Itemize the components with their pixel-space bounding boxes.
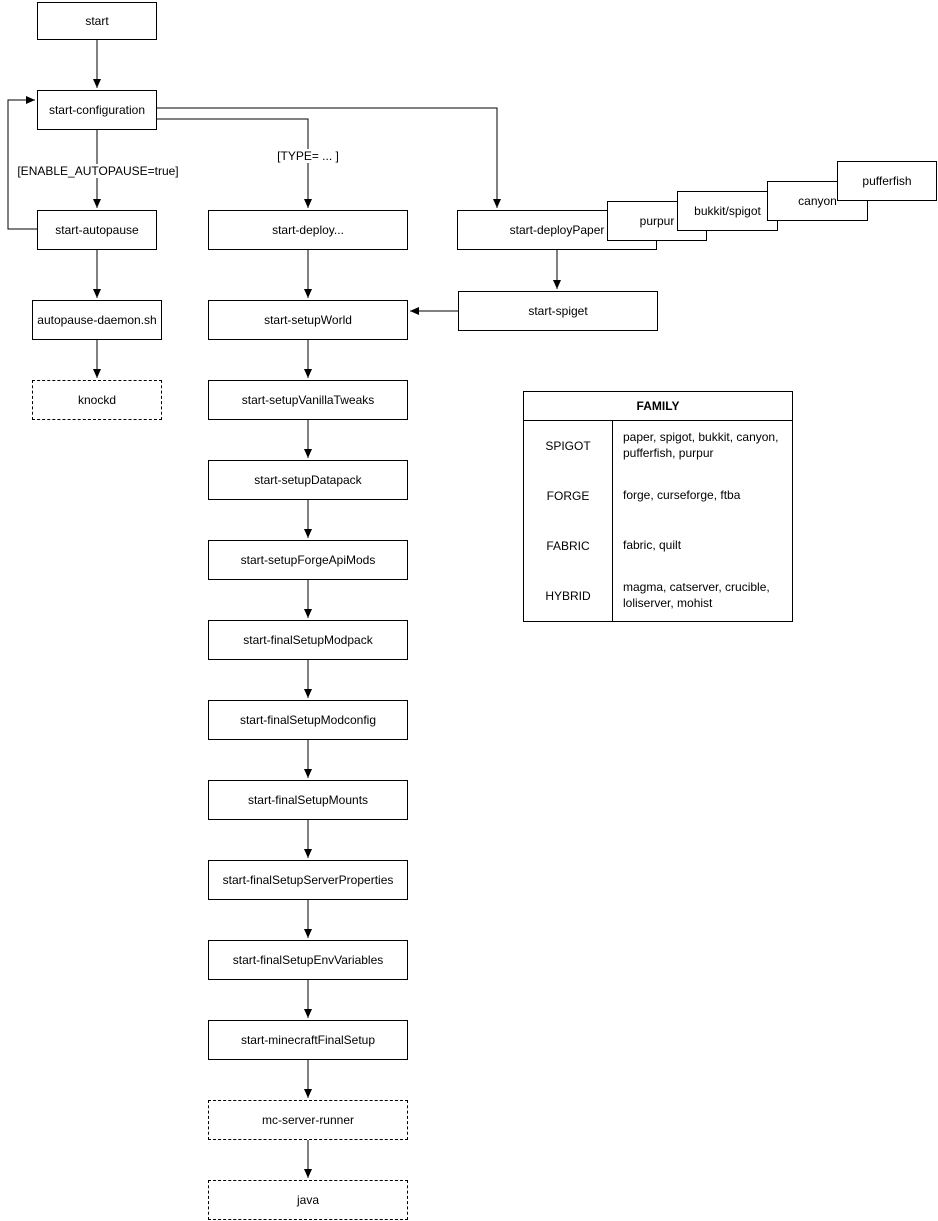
family-table-title: FAMILY: [524, 392, 792, 421]
family-name: FABRIC: [524, 521, 613, 571]
node-start-finalSetupModconfig: start-finalSetupModconfig: [208, 700, 408, 740]
node-start-deploy: start-deploy...: [208, 210, 408, 250]
family-name: SPIGOT: [524, 421, 613, 471]
edge-label-type-condition: [TYPE= ... ]: [275, 149, 341, 163]
family-table: FAMILY SPIGOT paper, spigot, bukkit, can…: [523, 391, 793, 622]
edge-label-enable-autopause-condition: [ENABLE_AUTOPAUSE=true]: [15, 164, 181, 178]
family-members: forge, curseforge, ftba: [623, 488, 741, 503]
family-table-row-forge: FORGE forge, curseforge, ftba: [524, 471, 792, 521]
node-start-finalSetupMounts: start-finalSetupMounts: [208, 780, 408, 820]
node-start-finalSetupServerProperties: start-finalSetupServerProperties: [208, 860, 408, 900]
node-start-spiget: start-spiget: [458, 291, 658, 331]
node-start-minecraftFinalSetup: start-minecraftFinalSetup: [208, 1020, 408, 1060]
node-bukkit-spigot: bukkit/spigot: [677, 191, 778, 231]
node-knockd: knockd: [32, 380, 162, 420]
node-start: start: [37, 2, 157, 40]
node-start-configuration: start-configuration: [37, 90, 157, 130]
node-mc-server-runner: mc-server-runner: [208, 1100, 408, 1140]
node-java: java: [208, 1180, 408, 1220]
family-members: fabric, quilt: [623, 538, 682, 553]
family-name: FORGE: [524, 471, 613, 521]
node-autopause-daemon-sh: autopause-daemon.sh: [32, 300, 162, 340]
node-pufferfish: pufferfish: [837, 161, 937, 201]
family-table-row-spigot: SPIGOT paper, spigot, bukkit, canyon, pu…: [524, 421, 792, 471]
node-start-setupVanillaTweaks: start-setupVanillaTweaks: [208, 380, 408, 420]
family-members: paper, spigot, bukkit, canyon, pufferfis…: [623, 430, 779, 460]
family-table-row-fabric: FABRIC fabric, quilt: [524, 521, 792, 571]
family-name: HYBRID: [524, 571, 613, 621]
node-start-setupForgeApiMods: start-setupForgeApiMods: [208, 540, 408, 580]
node-start-finalSetupEnvVariables: start-finalSetupEnvVariables: [208, 940, 408, 980]
node-start-setupWorld: start-setupWorld: [208, 300, 408, 340]
family-members: magma, catserver, crucible, loliserver, …: [623, 580, 770, 610]
node-start-setupDatapack: start-setupDatapack: [208, 460, 408, 500]
node-start-finalSetupModpack: start-finalSetupModpack: [208, 620, 408, 660]
family-table-body: SPIGOT paper, spigot, bukkit, canyon, pu…: [524, 421, 792, 621]
family-table-row-hybrid: HYBRID magma, catserver, crucible, lolis…: [524, 571, 792, 621]
node-start-autopause: start-autopause: [37, 210, 157, 250]
